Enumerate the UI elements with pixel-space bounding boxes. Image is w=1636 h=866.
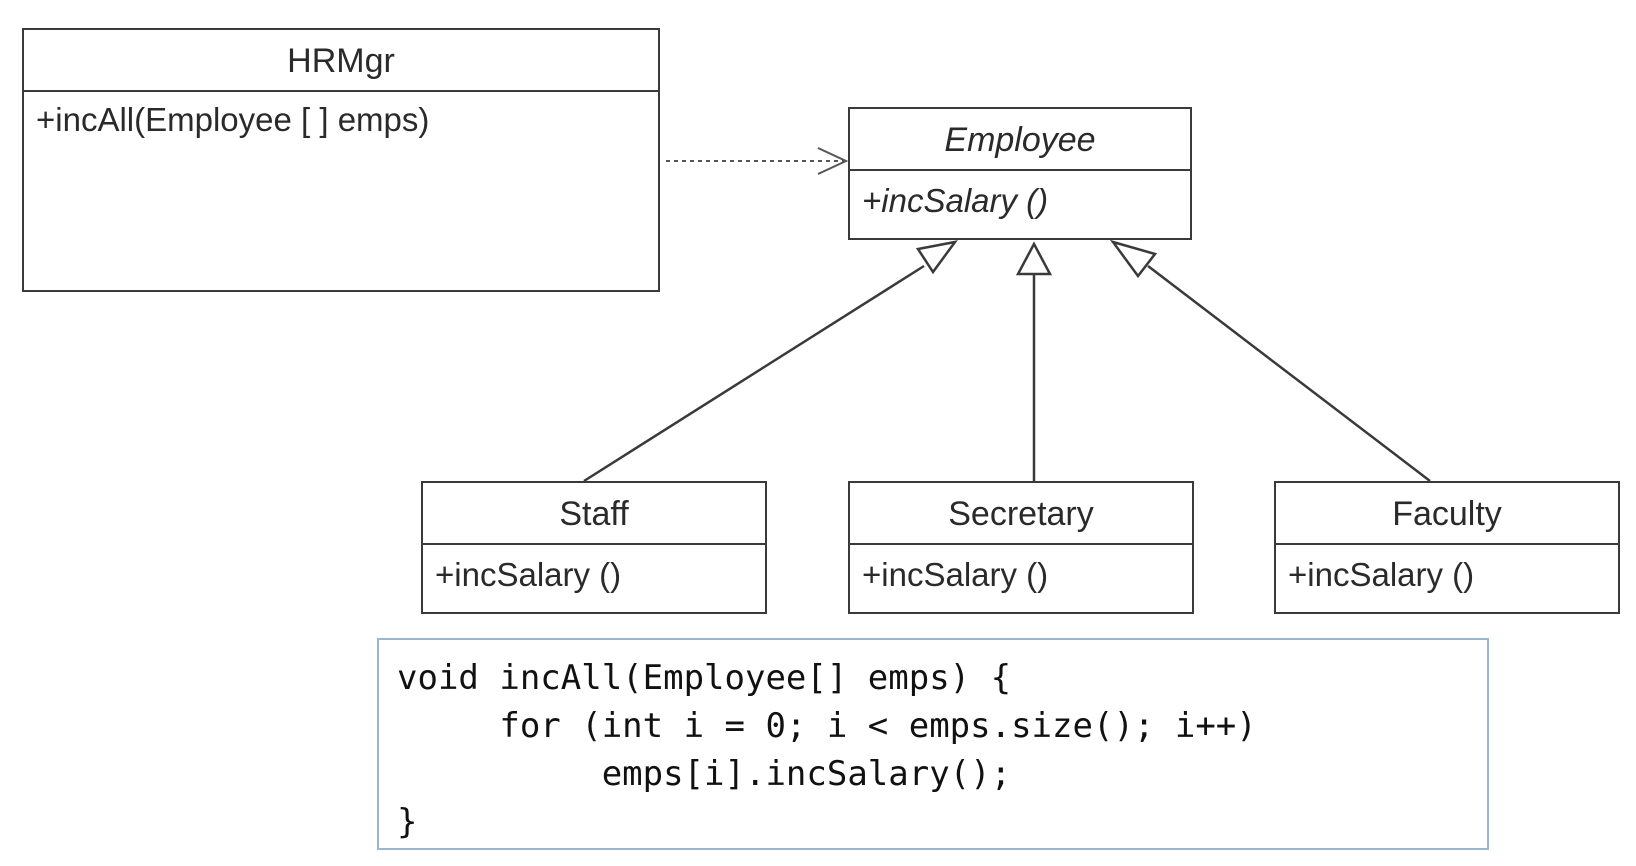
operation-incsalary-abstract: +incSalary ()	[862, 182, 1049, 219]
operation-incsalary-faculty: +incSalary ()	[1288, 556, 1475, 593]
class-name-faculty: Faculty	[1276, 483, 1618, 545]
generalization-arrow-secretary-employee	[1015, 241, 1053, 481]
code-line: void incAll(Employee[] emps) {	[397, 658, 1012, 698]
class-faculty: Faculty +incSalary ()	[1274, 481, 1620, 614]
code-line: emps[i].incSalary();	[397, 754, 1012, 794]
code-line: for (int i = 0; i < emps.size(); i++)	[397, 706, 1257, 746]
generalization-arrow-staff-employee	[583, 240, 958, 483]
code-snippet: void incAll(Employee[] emps) { for (int …	[377, 638, 1489, 850]
class-hrmgr: HRMgr +incAll(Employee [ ] emps)	[22, 28, 660, 292]
code-line: }	[397, 802, 418, 842]
class-employee: Employee +incSalary ()	[848, 107, 1192, 240]
operation-incsalary-secretary: +incSalary ()	[862, 556, 1049, 593]
generalization-arrow-faculty-employee	[1109, 239, 1431, 482]
dependency-arrow-hrmgr-employee	[666, 147, 849, 175]
operation-incall: +incAll(Employee [ ] emps)	[36, 101, 430, 138]
class-staff: Staff +incSalary ()	[421, 481, 767, 614]
class-secretary: Secretary +incSalary ()	[848, 481, 1194, 614]
class-name-employee: Employee	[850, 109, 1190, 171]
class-name-hrmgr: HRMgr	[24, 30, 658, 92]
operation-incsalary-staff: +incSalary ()	[435, 556, 622, 593]
class-name-staff: Staff	[423, 483, 765, 545]
class-name-secretary: Secretary	[850, 483, 1192, 545]
